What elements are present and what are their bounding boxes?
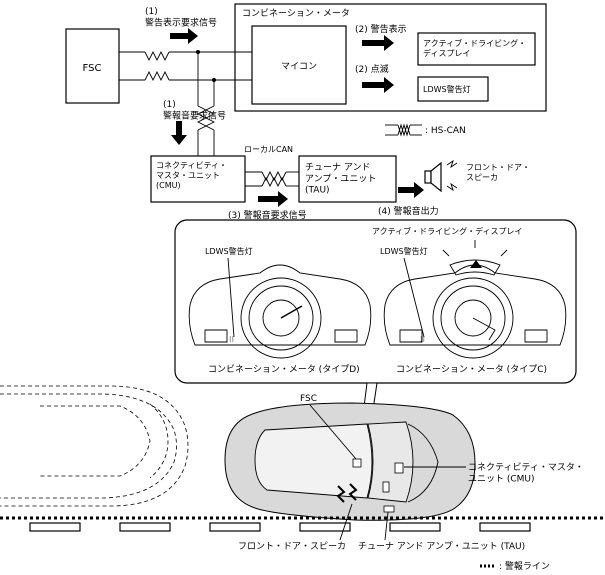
speaker: フロント・ドア・スピーカ (424, 159, 530, 193)
signal-2-display-label: (2) 警告表示 (355, 23, 407, 35)
signal-1-sound-label: (1)警報音要求信号 (163, 100, 226, 121)
signal-3: (3) 警報音要求信号 (228, 191, 307, 221)
meter-detail-panel: アクティブ・ドライビング・ディスプレイ LDWS警告灯 LDWS警告灯 ⁝⁝ コ… (174, 219, 577, 464)
active-driving-display-box: アクティブ・ドライビング・ディスプレイ (417, 32, 536, 66)
signal-2-blink-label: (2) 点滅 (355, 63, 389, 75)
callout-speaker: フロント・ドア・スピーカ (238, 541, 346, 552)
signal-4-label: (4) 警報音出力 (378, 205, 439, 217)
local-can-bus: ローカルCAN (244, 145, 299, 188)
microcomputer-box: マイコン (251, 25, 347, 105)
active-driving-display-callout: アクティブ・ドライビング・ディスプレイ (372, 226, 523, 236)
ldws-lamp-box: LDWS警告灯 (417, 76, 489, 102)
signal-3-label: (3) 警報音要求信号 (228, 209, 307, 221)
callout-tau: チューナ アンド アンプ・ユニット (TAU) (358, 541, 525, 552)
signal-2-blink: (2) 点滅 (355, 63, 394, 93)
fsc-box: FSC (65, 28, 120, 104)
lane-markings (29, 522, 531, 532)
ldws-lamp-right-label: LDWS警告灯 (380, 246, 428, 256)
active-driving-display-label: アクティブ・ドライビング・ディスプレイ (423, 38, 526, 58)
signal-1-sound-arrow (171, 121, 187, 145)
hs-can-legend: : HS-CAN (385, 123, 466, 137)
local-can-label: ローカルCAN (244, 145, 293, 154)
callout-cmu: コネクティビティ・マスタ・ユニット (CMU) (468, 462, 584, 484)
speaker-label: フロント・ドア・スピーカ (466, 163, 530, 182)
vehicle-callouts: FSC コネクティビティ・マスタ・ユニット (CMU) フロント・ドア・スピーカ… (238, 394, 584, 552)
cmu-box: コネクティビティ・マスタ・ユニット(CMU) (150, 155, 246, 203)
callout-fsc: FSC (300, 394, 317, 404)
warning-triangle-icon (470, 260, 482, 268)
ldws-icon-right: ⁝⁝ (420, 335, 425, 344)
signal-2-display-arrow (362, 35, 394, 51)
ldws-lamp-box-label: LDWS警告灯 (423, 84, 471, 94)
signal-4: (4) 警報音出力 (378, 182, 439, 217)
cmu-label: コネクティビティ・マスタ・ユニット(CMU) (156, 161, 227, 190)
fsc-label: FSC (83, 63, 102, 74)
microcomputer-label: マイコン (281, 62, 317, 72)
warning-line-legend-label: : 警報ライン (499, 560, 550, 572)
ghost-vehicle (0, 385, 189, 507)
tau-label: チューナ アンドアンプ・ユニット(TAU) (305, 162, 376, 196)
meter-type-d-label: コンビネーション・メータ (タイプD) (208, 364, 360, 375)
hs-can-bus (119, 50, 252, 156)
cmu-unit (394, 462, 404, 474)
warning-line-legend: : 警報ライン (480, 560, 550, 572)
signal-2-blink-arrow (362, 77, 394, 93)
signal-1-display-arrow (170, 28, 198, 44)
combination-meter-label: コンビネーション・メータ (242, 8, 350, 19)
hs-can-legend-label: : HS-CAN (425, 126, 466, 136)
signal-1-display: (1)警告表示要求信号 (145, 7, 217, 44)
tau-unit (383, 505, 395, 513)
signal-4-arrow (398, 182, 424, 198)
fsc-unit (352, 458, 362, 468)
signal-1-sound: (1)警報音要求信号 (163, 100, 226, 145)
signal-1-display-label: (1)警告表示要求信号 (145, 7, 217, 28)
signal-3-arrow (258, 191, 288, 207)
meter-type-c-label: コンビネーション・メータ (タイプC) (396, 364, 547, 375)
main-vehicle (224, 402, 476, 521)
ldws-lamp-left-label: LDWS警告灯 (205, 246, 253, 256)
ldws-icon-left: ⁝⁝ (229, 335, 234, 344)
meter-type-d: ⁝⁝ (188, 257, 372, 359)
signal-2-display: (2) 警告表示 (355, 23, 407, 51)
meter-type-c: ⁝⁝ (383, 240, 567, 359)
tau-box: チューナ アンドアンプ・ユニット(TAU) (298, 155, 397, 203)
